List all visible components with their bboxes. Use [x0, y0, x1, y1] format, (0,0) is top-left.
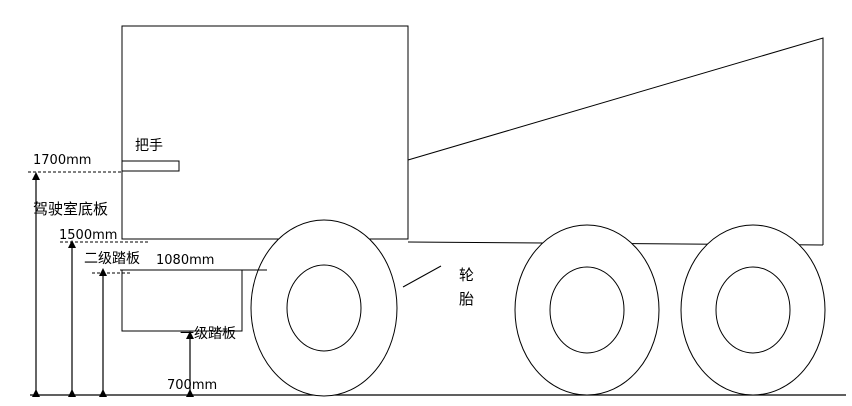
tire-pointer-line	[402, 265, 442, 288]
label-1080mm: 1080mm	[156, 253, 214, 268]
label-tire-2: 胎	[459, 290, 474, 308]
cab-body	[121, 25, 409, 240]
rear-wheel-1	[514, 224, 660, 396]
label-1700mm: 1700mm	[33, 153, 91, 168]
label-tire-1: 轮	[459, 266, 474, 284]
step-bracket	[121, 270, 243, 332]
label-second-step: 二级踏板	[84, 251, 140, 267]
label-first-step: 一级踏板	[180, 326, 236, 342]
rear-wheel-2	[680, 224, 826, 396]
label-700mm: 700mm	[167, 378, 217, 393]
handle	[121, 160, 180, 172]
cargo-body	[407, 37, 824, 245]
label-1500mm: 1500mm	[59, 228, 117, 243]
label-handle: 把手	[135, 138, 163, 154]
front-wheel	[250, 219, 398, 397]
label-cab-floor: 驾驶室底板	[33, 200, 108, 218]
